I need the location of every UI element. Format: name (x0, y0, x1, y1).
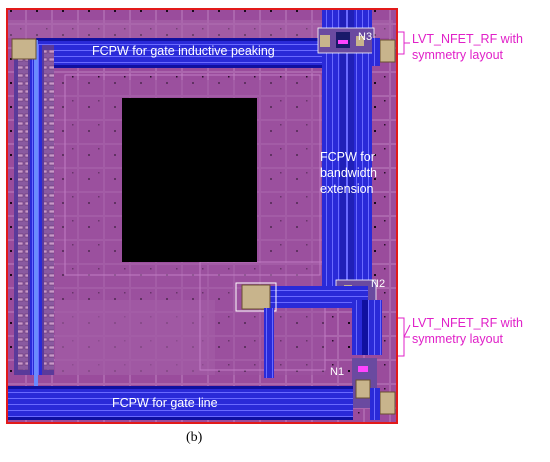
n1-label: N1 (330, 366, 345, 378)
bandwidth-label-line1: FCPW for (320, 150, 375, 164)
top-annotation-line1: LVT_NFET_RF with (412, 32, 523, 46)
drain-connection (268, 286, 368, 308)
right-lower-region (199, 261, 326, 371)
left-pad (11, 38, 37, 60)
chip-boundary (6, 8, 398, 424)
inner-outline (64, 74, 321, 276)
figure-caption: (b) (186, 430, 203, 445)
gate-peaking-line (36, 38, 322, 68)
bottom-annotation-line1: LVT_NFET_RF with (412, 316, 523, 330)
top-annotation-bracket (398, 31, 405, 55)
bandwidth-label-line3: extension (320, 182, 374, 196)
n3-label: N3 (358, 31, 373, 43)
gate-line-label: FCPW for gate line (112, 396, 218, 410)
right-pad-top (379, 39, 396, 63)
bottom-annotation-line2: symmetry layout (412, 332, 503, 346)
center-pad (241, 284, 271, 310)
bandwidth-label-line2: bandwidth (320, 166, 377, 180)
gate-peaking-label: FCPW for gate inductive peaking (92, 44, 275, 58)
bottom-annotation-bracket (398, 317, 405, 357)
gate-line (8, 386, 353, 420)
lower-region (55, 300, 215, 375)
black-pad-opening (122, 98, 257, 262)
top-annotation-line2: symmetry layout (412, 48, 503, 62)
n2-label: N2 (371, 278, 386, 290)
